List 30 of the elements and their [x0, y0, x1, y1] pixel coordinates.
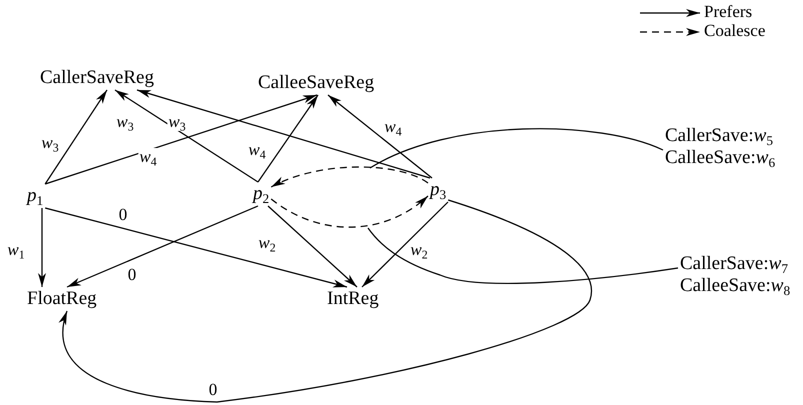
arrow: [258, 94, 318, 182]
arrow: [362, 202, 448, 288]
node-label: p$_{1}$: [25, 184, 46, 208]
legend-label: Prefers: [704, 3, 752, 21]
annotation-text: CallerSave:w$_{7}$: [680, 253, 789, 275]
annotation-text: CalleeSave:w$_{8}$: [680, 275, 790, 297]
node-label: p$_{3}$: [428, 178, 448, 202]
leader-line: [368, 228, 678, 284]
leader-line: [370, 128, 664, 169]
legend-label: Coalesce: [704, 22, 766, 40]
arrow: [114, 90, 258, 182]
arrow: [268, 206, 358, 288]
arrow: [328, 94, 432, 178]
arrow: [45, 207, 348, 288]
arrow: [136, 89, 430, 179]
node-label: p$_{2}$: [251, 182, 272, 206]
edge-label: w$_{4}$: [138, 148, 158, 166]
node-label: CallerSaveReg: [38, 66, 156, 90]
annotation-text: CalleeSave:w$_{6}$: [665, 147, 776, 169]
arrow: [66, 205, 258, 288]
arrow: [270, 196, 428, 228]
arrow: [270, 166, 428, 188]
arrow: [44, 94, 318, 185]
arrow: [38, 208, 46, 287]
arrow: [60, 199, 592, 403]
node-label: IntReg: [325, 287, 381, 311]
node-label: FloatReg: [25, 287, 99, 311]
node-label: CalleeSaveReg: [256, 71, 376, 95]
arrow: [44, 90, 108, 184]
annotation-text: CallerSave:w$_{5}$: [665, 125, 774, 147]
